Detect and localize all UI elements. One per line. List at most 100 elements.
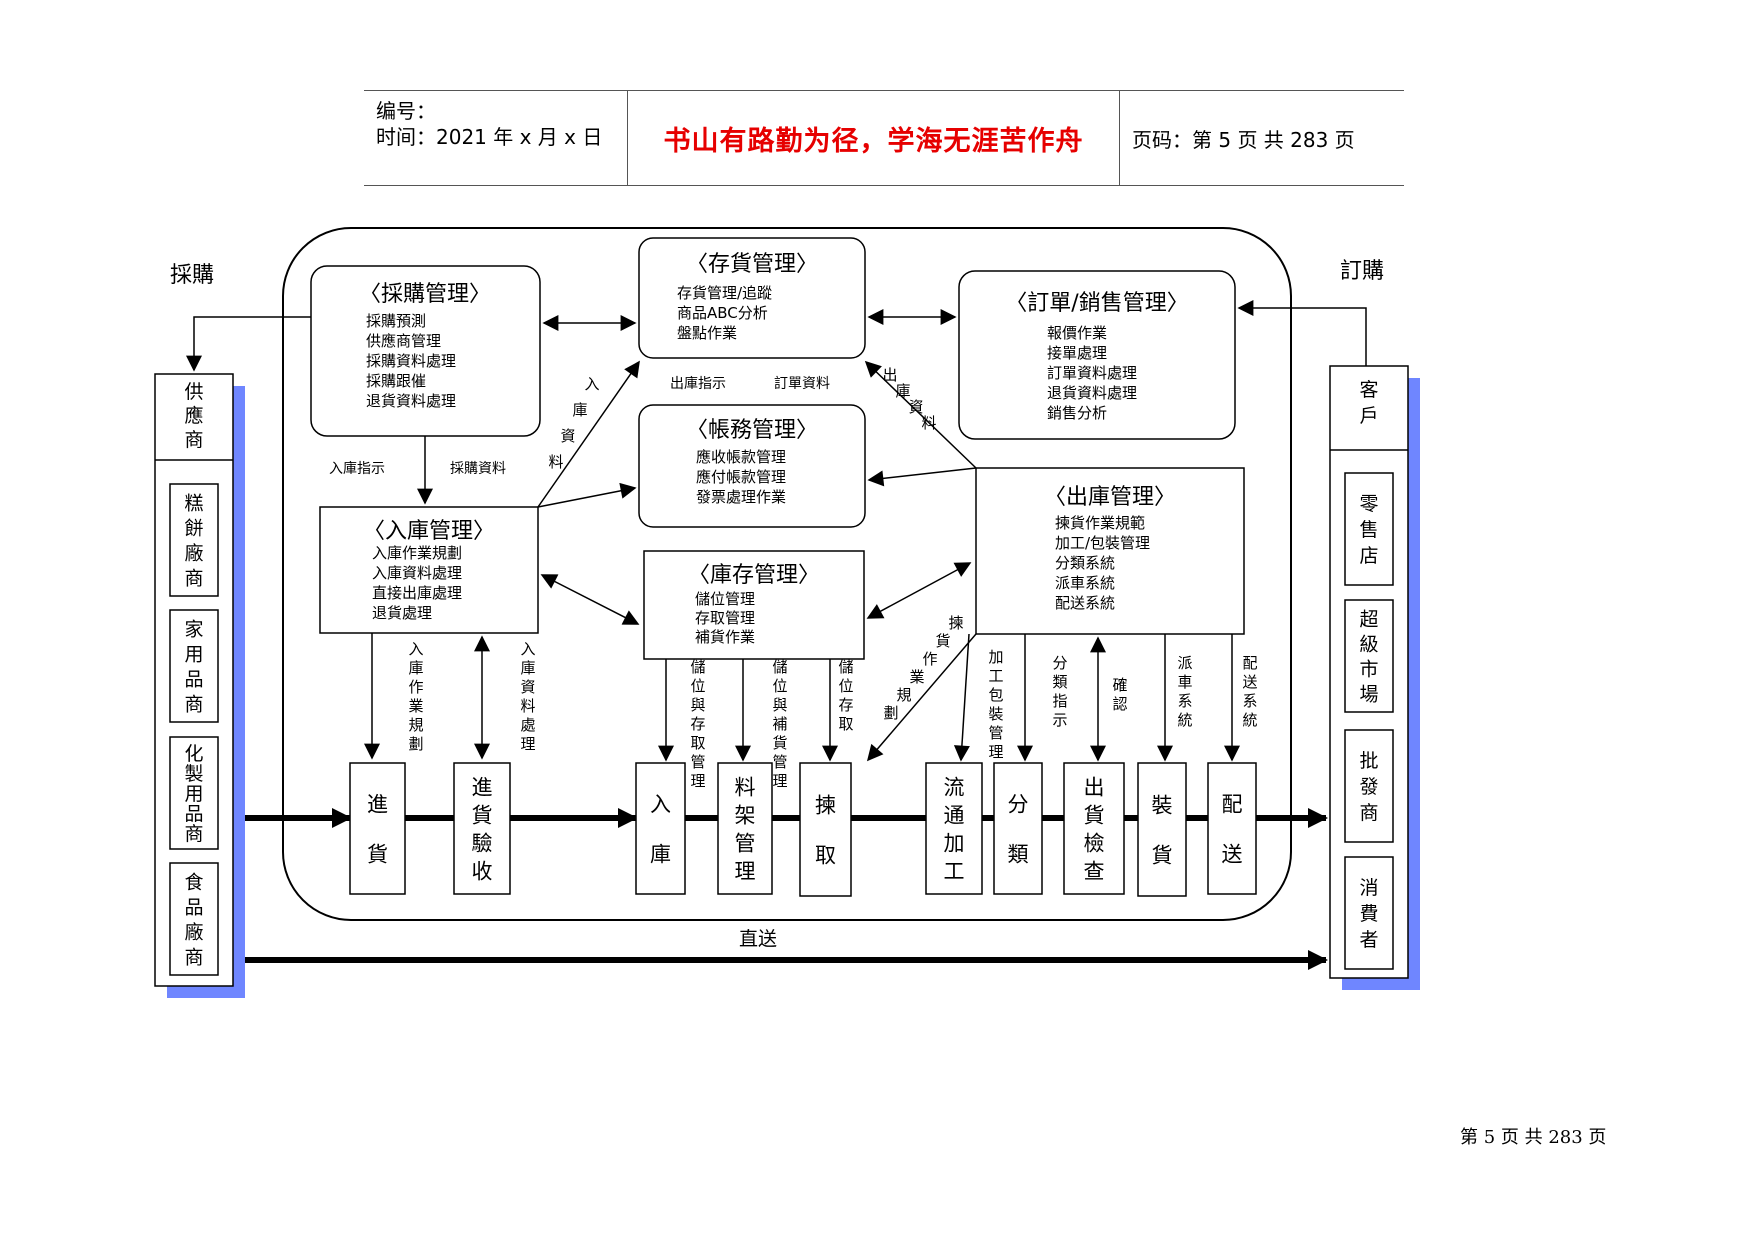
svg-text:類: 類 bbox=[1052, 673, 1067, 691]
svg-text:超: 超 bbox=[1359, 609, 1378, 631]
accounting-line: 發票處理作業 bbox=[696, 488, 786, 506]
order-data-label: 訂單資料 bbox=[774, 376, 830, 392]
svg-text:商: 商 bbox=[1359, 802, 1378, 824]
purchase-line: 採購跟催 bbox=[366, 372, 426, 390]
svg-text:用: 用 bbox=[184, 783, 203, 805]
svg-text:存: 存 bbox=[838, 696, 853, 714]
svg-text:糕: 糕 bbox=[184, 493, 203, 515]
svg-text:通: 通 bbox=[944, 804, 965, 828]
svg-text:位: 位 bbox=[772, 677, 787, 695]
ship-instruction-label: 出庫指示 bbox=[670, 375, 726, 392]
svg-text:批: 批 bbox=[1359, 750, 1378, 772]
svg-text:入: 入 bbox=[584, 375, 599, 393]
process-step: 配送 bbox=[1207, 762, 1257, 895]
svg-text:存: 存 bbox=[690, 715, 705, 733]
svg-text:商: 商 bbox=[184, 694, 203, 716]
shipping-line: 揀貨作業規範 bbox=[1055, 514, 1145, 532]
svg-text:業: 業 bbox=[909, 668, 924, 686]
process-step-label: 揀取 bbox=[815, 794, 836, 868]
svg-text:分: 分 bbox=[1008, 793, 1029, 817]
customer-item-label: 零售店 bbox=[1359, 493, 1378, 567]
purchase-line: 採購預測 bbox=[366, 312, 426, 330]
flow-label-receive-plan-v: 入庫作業規劃 bbox=[408, 640, 423, 753]
inventory-line: 商品ABC分析 bbox=[677, 304, 768, 322]
purchase-outside-label: 採購 bbox=[170, 263, 214, 288]
storage-line: 儲位管理 bbox=[695, 590, 755, 608]
receive-instruction-label: 入庫指示 bbox=[329, 460, 385, 477]
svg-text:裝: 裝 bbox=[1152, 794, 1173, 818]
module-connectors bbox=[186, 300, 1367, 762]
svg-text:商: 商 bbox=[184, 823, 203, 845]
purchase-data-label: 採購資料 bbox=[450, 461, 506, 477]
svg-text:品: 品 bbox=[184, 803, 203, 825]
header-motto-cell: 书山有路勤为径，学海无涯苦作舟 bbox=[628, 91, 1120, 185]
svg-text:送: 送 bbox=[1242, 673, 1257, 691]
svg-text:貨: 貨 bbox=[472, 804, 493, 828]
svg-text:位: 位 bbox=[838, 677, 853, 695]
svg-text:者: 者 bbox=[1359, 929, 1378, 951]
svg-text:取: 取 bbox=[690, 734, 705, 752]
svg-text:示: 示 bbox=[1052, 711, 1067, 729]
svg-text:揀: 揀 bbox=[948, 614, 963, 632]
svg-text:管: 管 bbox=[772, 753, 787, 771]
svg-text:位: 位 bbox=[690, 677, 705, 695]
order-line: 接單處理 bbox=[1047, 344, 1107, 362]
receiving-line: 直接出庫處理 bbox=[372, 584, 462, 602]
svg-text:市: 市 bbox=[1359, 659, 1378, 681]
svg-text:包: 包 bbox=[988, 686, 1003, 704]
purchase-line: 供應商管理 bbox=[366, 332, 441, 350]
svg-text:庫: 庫 bbox=[650, 843, 671, 867]
footer-page: 第 5 页 共 283 页 bbox=[1460, 1127, 1607, 1148]
header-page-cell: 页码：第 5 页 共 283 页 bbox=[1120, 91, 1404, 185]
svg-text:劃: 劃 bbox=[883, 704, 898, 722]
shipping-line: 加工/包裝管理 bbox=[1055, 534, 1150, 552]
process-step: 揀取 bbox=[799, 762, 852, 897]
svg-text:用: 用 bbox=[184, 644, 203, 666]
svg-text:揀: 揀 bbox=[815, 794, 836, 818]
svg-text:化: 化 bbox=[184, 743, 203, 765]
flow-label-dispatch-sys: 派車系統 bbox=[1177, 654, 1192, 729]
svg-text:級: 級 bbox=[1359, 634, 1378, 656]
svg-text:餅: 餅 bbox=[184, 518, 203, 540]
svg-text:系: 系 bbox=[1242, 692, 1257, 710]
svg-text:作: 作 bbox=[922, 650, 937, 668]
svg-text:廠: 廠 bbox=[184, 921, 203, 944]
svg-text:費: 費 bbox=[1359, 903, 1378, 925]
process-step-label: 配送 bbox=[1222, 793, 1243, 867]
svg-text:作: 作 bbox=[408, 678, 423, 696]
svg-text:進: 進 bbox=[367, 793, 388, 817]
process-step: 入庫 bbox=[635, 762, 686, 895]
svg-text:工: 工 bbox=[944, 860, 965, 884]
shipping-line: 配送系統 bbox=[1055, 594, 1115, 612]
svg-text:送: 送 bbox=[1222, 843, 1243, 867]
order-line: 退貨資料處理 bbox=[1047, 384, 1137, 402]
svg-text:發: 發 bbox=[1359, 776, 1378, 798]
svg-text:料: 料 bbox=[548, 453, 563, 471]
svg-text:裝: 裝 bbox=[988, 705, 1003, 723]
svg-text:理: 理 bbox=[988, 743, 1003, 761]
process-step: 分類 bbox=[993, 762, 1043, 895]
svg-text:消: 消 bbox=[1359, 877, 1378, 899]
svg-text:貨: 貨 bbox=[367, 843, 388, 867]
svg-text:儲: 儲 bbox=[838, 658, 853, 676]
svg-text:認: 認 bbox=[1112, 695, 1127, 713]
time-label: 时间：2021 年 x 月 x 日 bbox=[376, 125, 603, 149]
